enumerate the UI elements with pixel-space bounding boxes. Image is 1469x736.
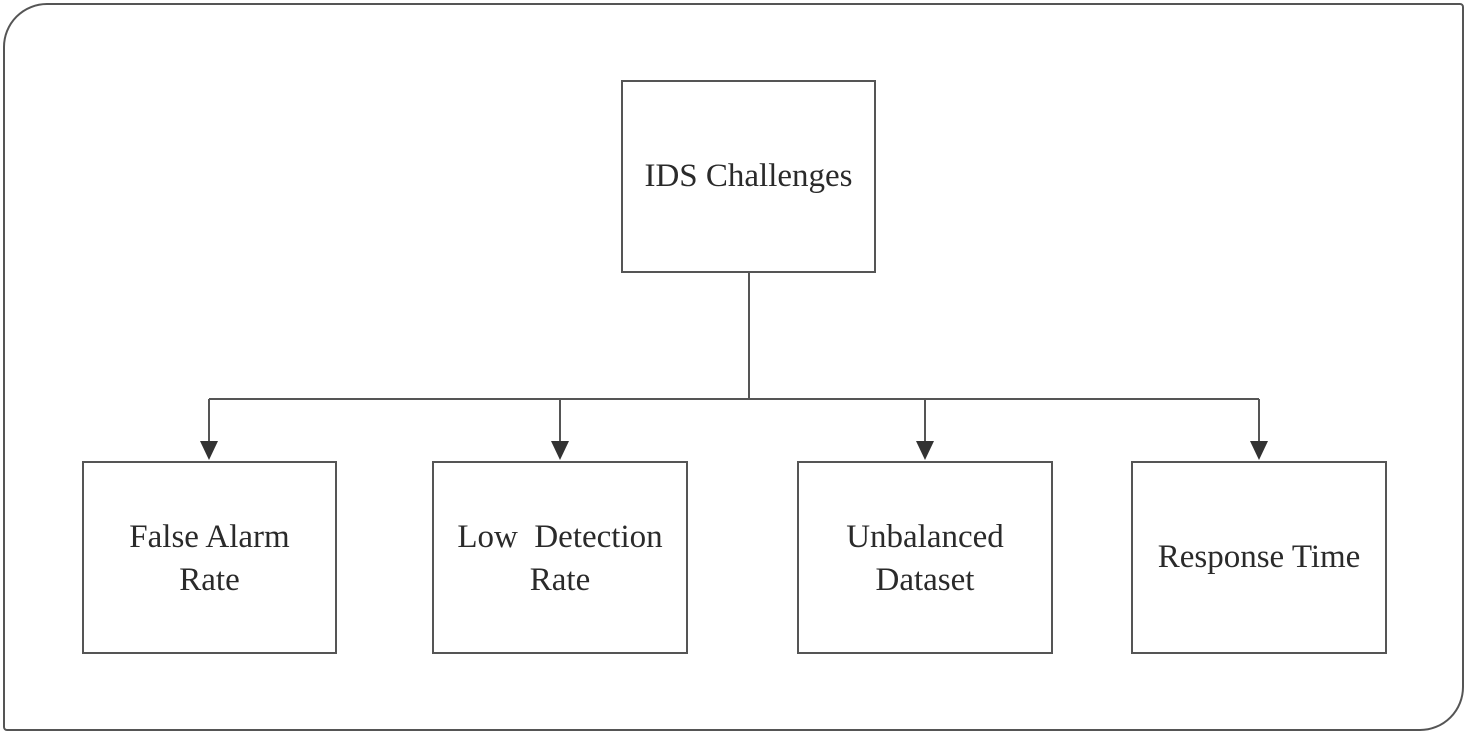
child-node-label-line-2: Dataset — [875, 561, 975, 598]
child-node-response-time: Response Time — [1131, 461, 1387, 654]
child-node-label-line-1: Unbalanced — [846, 518, 1004, 555]
child-node-label-line-1: False Alarm — [129, 518, 290, 555]
arrowhead-unbalanced — [916, 441, 934, 460]
child-node-low-detection-rate: Low Detection Rate — [432, 461, 688, 654]
arrowhead-low-detection — [551, 441, 569, 460]
root-node-ids-challenges: IDS Challenges — [621, 80, 876, 273]
child-node-false-alarm-rate: False Alarm Rate — [82, 461, 337, 654]
child-node-label: Response Time — [1157, 539, 1361, 575]
diagram-frame — [3, 3, 1464, 731]
root-node-label: IDS Challenges — [644, 158, 853, 194]
child-node-label-line-2: Rate — [179, 561, 240, 598]
child-node-label-line-1: Low Detection — [457, 518, 663, 555]
child-node-unbalanced-dataset: Unbalanced Dataset — [797, 461, 1053, 654]
arrowhead-false-alarm — [200, 441, 218, 460]
child-node-label-line-2: Rate — [529, 561, 591, 598]
arrowhead-response-time — [1250, 441, 1268, 460]
